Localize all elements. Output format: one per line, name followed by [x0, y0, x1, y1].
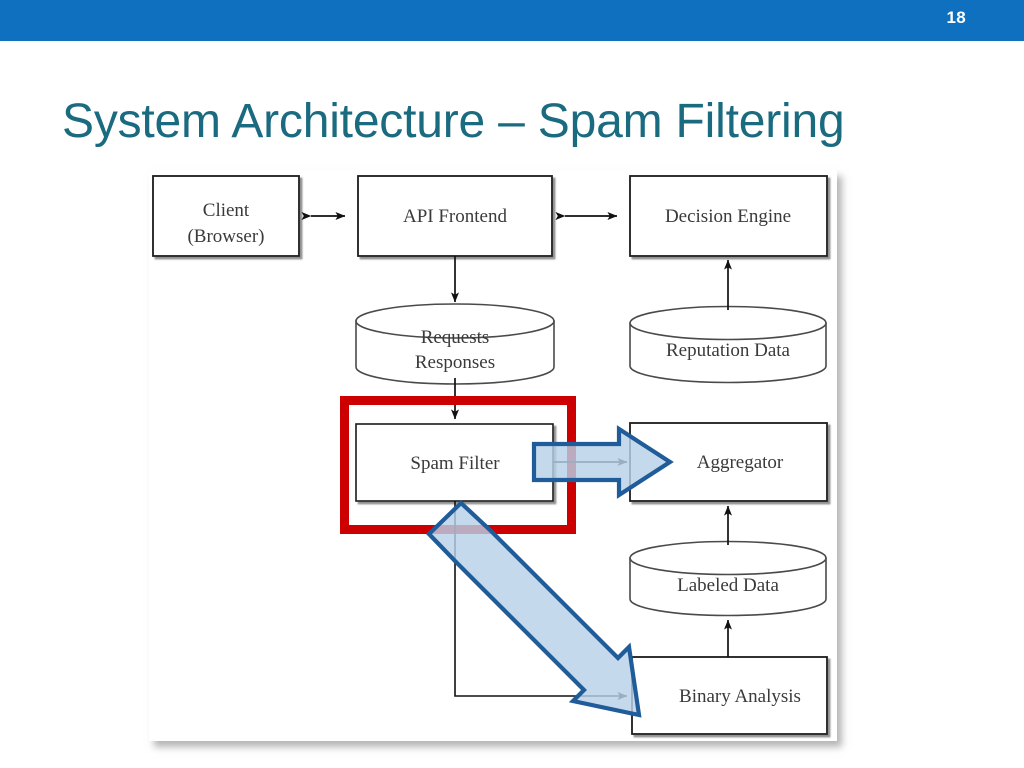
callout-arrow-to-binary-analysis [426, 500, 642, 718]
node-reputation-data-label: Reputation Data [666, 340, 791, 361]
node-decision-engine: Decision Engine [629, 175, 828, 257]
node-api-frontend: API Frontend [357, 175, 553, 257]
node-requests-responses: Requests Responses [355, 303, 555, 385]
node-client: Client (Browser) [152, 175, 300, 257]
node-requests-responses-label-line2: Responses [415, 352, 495, 373]
page-title: System Architecture – Spam Filtering [62, 95, 845, 148]
node-aggregator-label: Aggregator [697, 452, 784, 473]
node-api-frontend-label: API Frontend [403, 206, 507, 227]
architecture-diagram-panel: Client (Browser) API Frontend Decision E… [149, 170, 837, 741]
node-spam-filter-label: Spam Filter [410, 453, 500, 474]
node-binary-analysis: Binary Analysis [631, 656, 828, 735]
callout-arrow-to-aggregator [531, 425, 674, 499]
node-labeled-data-label: Labeled Data [677, 575, 779, 596]
node-spam-filter: Spam Filter [355, 423, 554, 502]
architecture-diagram-svg: Client (Browser) API Frontend Decision E… [152, 175, 828, 735]
node-client-label-line2: (Browser) [187, 226, 264, 247]
slide-header-bar: 18 [0, 0, 1024, 41]
node-labeled-data: Labeled Data [629, 540, 827, 617]
node-client-label-line1: Client [203, 200, 250, 221]
slide-number: 18 [946, 8, 966, 27]
node-decision-engine-label: Decision Engine [665, 206, 791, 227]
node-requests-responses-label-line1: Requests [421, 327, 490, 348]
node-binary-analysis-label: Binary Analysis [679, 686, 801, 707]
node-reputation-data: Reputation Data [629, 305, 827, 384]
edge-spam-filter-binary-analysis [454, 501, 628, 700]
